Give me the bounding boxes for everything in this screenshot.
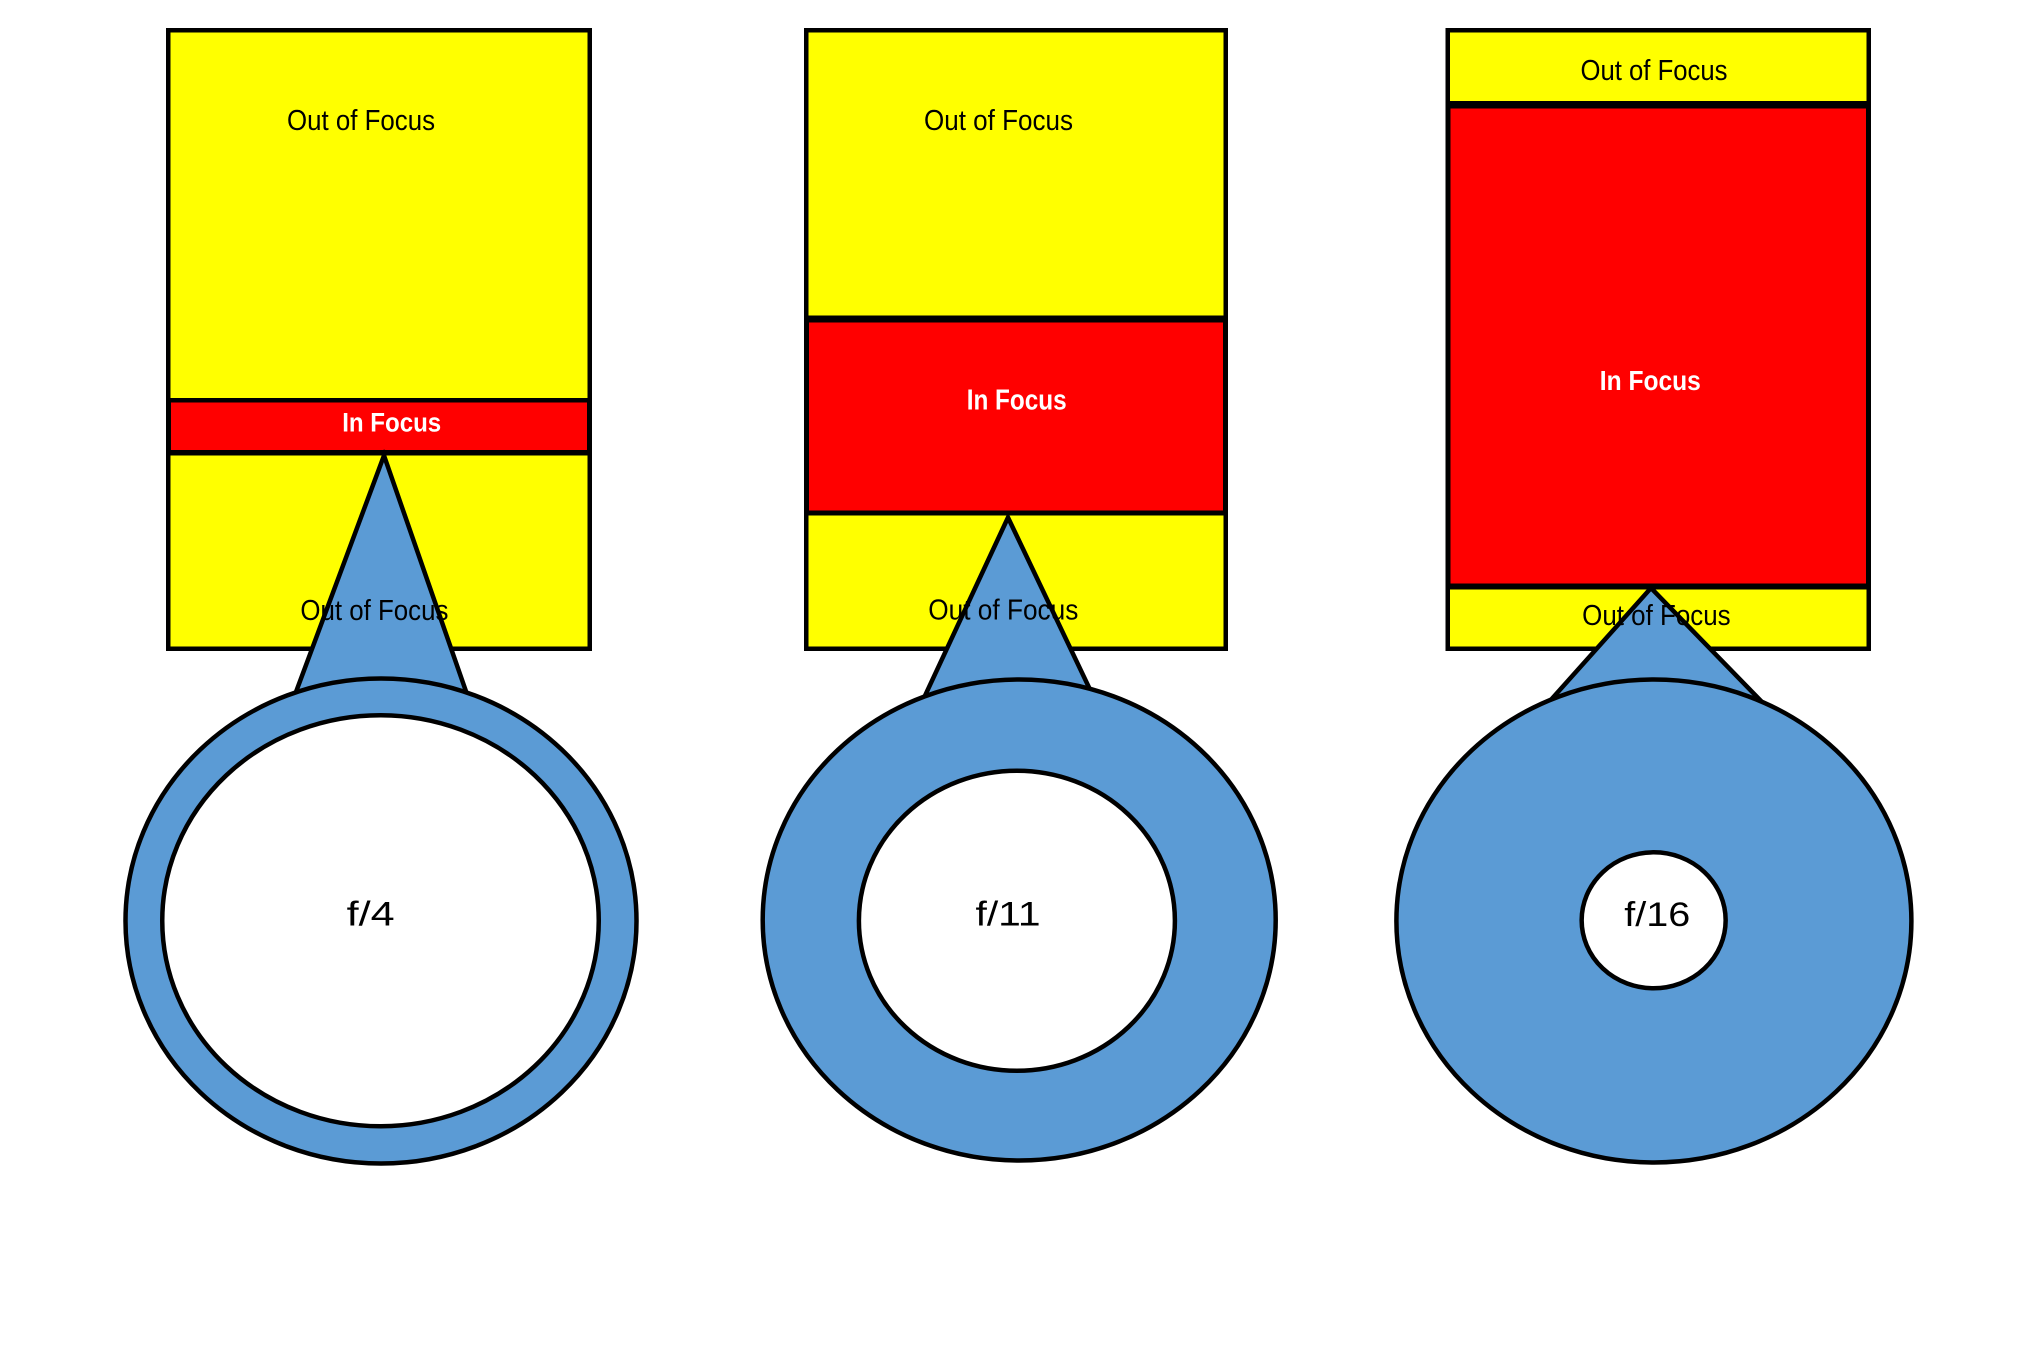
svg-text:In Focus: In Focus bbox=[967, 385, 1067, 417]
svg-text:Out of Focus: Out of Focus bbox=[928, 595, 1078, 627]
svg-text:f/11: f/11 bbox=[976, 896, 1041, 934]
svg-text:f/4: f/4 bbox=[347, 896, 395, 934]
svg-text:Out of Focus: Out of Focus bbox=[924, 105, 1073, 137]
svg-text:Out of Focus: Out of Focus bbox=[1581, 55, 1728, 87]
svg-text:Out of Focus: Out of Focus bbox=[300, 595, 448, 627]
svg-text:In Focus: In Focus bbox=[342, 408, 441, 438]
svg-text:f/16: f/16 bbox=[1624, 896, 1690, 934]
svg-text:Out of Focus: Out of Focus bbox=[287, 105, 435, 137]
svg-text:Out of Focus: Out of Focus bbox=[1582, 600, 1731, 632]
svg-text:In Focus: In Focus bbox=[1600, 365, 1701, 396]
